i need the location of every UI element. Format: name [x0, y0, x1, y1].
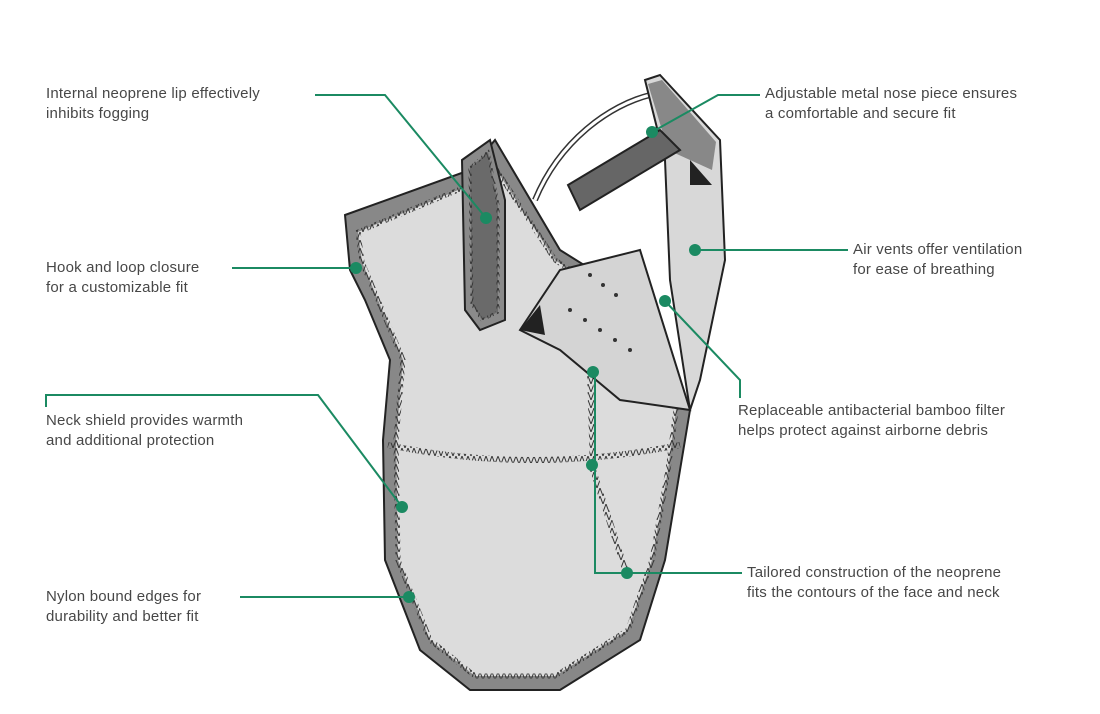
callout-hook: Hook and loop closure for a customizable …	[46, 258, 199, 298]
callout-text: Adjustable metal nose piece ensures	[765, 85, 1018, 102]
callout-text: Neck shield provides warmth	[46, 412, 244, 429]
callout-text: Air vents offer ventilation	[853, 241, 1023, 258]
callout-text: inhibits fogging	[46, 105, 150, 122]
leader-lip	[315, 94, 487, 219]
dot-vents	[689, 244, 701, 256]
callout-tailored: Tailored construction of the neoprene fit…	[747, 563, 1001, 603]
leader-nose	[651, 94, 760, 133]
callout-nylon: Nylon bound edges for durability and bett…	[46, 587, 201, 627]
callout-text: for ease of breathing	[853, 261, 995, 278]
leader-tailored	[594, 372, 742, 574]
leader-neck	[45, 394, 403, 508]
callout-text: Hook and loop closure	[46, 259, 200, 276]
callout-text: for a customizable fit	[46, 279, 188, 296]
dot-filter	[659, 295, 671, 307]
metal-nose-piece	[566, 128, 682, 212]
leader-filter	[664, 300, 741, 398]
dot-nose	[646, 126, 658, 138]
callout-neck: Neck shield provides warmth and additiona…	[46, 411, 243, 451]
dot-neck	[396, 501, 408, 513]
callout-text: a comfortable and secure fit	[765, 105, 956, 122]
dot-lip	[480, 212, 492, 224]
callout-vents: Air vents offer ventilation for ease of b…	[853, 240, 1022, 280]
dot-tailored-1	[587, 366, 599, 378]
dot-nylon	[403, 591, 415, 603]
callout-text: fits the contours of the face and neck	[747, 584, 1000, 601]
callout-text: Internal neoprene lip effectively	[46, 85, 260, 102]
callout-lip: Internal neoprene lip effectively inhibit…	[46, 84, 260, 124]
callout-text: and additional protection	[46, 432, 215, 449]
callout-text: Tailored construction of the neoprene	[747, 564, 1002, 581]
dot-tailored-2	[586, 459, 598, 471]
callout-text: Nylon bound edges for	[46, 588, 202, 605]
callout-filter: Replaceable antibacterial bamboo filter h…	[738, 401, 1005, 441]
dot-hook	[350, 262, 362, 274]
callout-text: helps protect against airborne debris	[738, 422, 989, 439]
callout-nose: Adjustable metal nose piece ensures a com…	[765, 84, 1017, 124]
callout-text: durability and better fit	[46, 608, 199, 625]
air-vent-dots	[568, 273, 632, 352]
dot-tailored-3	[621, 567, 633, 579]
callout-text: Replaceable antibacterial bamboo filter	[738, 402, 1006, 419]
